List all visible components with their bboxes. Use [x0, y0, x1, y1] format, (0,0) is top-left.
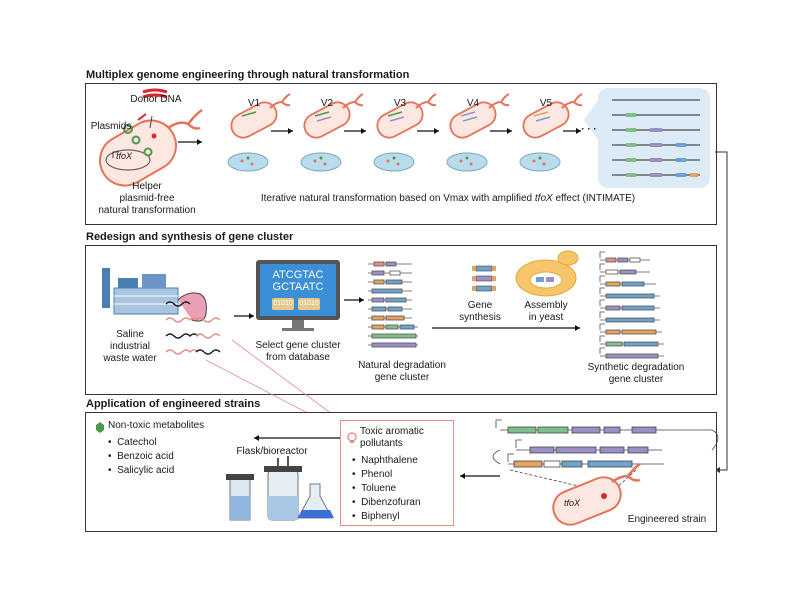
- hexagon-green-icon: [96, 422, 104, 433]
- factory-icon: [102, 268, 207, 322]
- flask-icon: [297, 483, 334, 519]
- db-button-1: 01010: [273, 300, 293, 307]
- tfox-label: tfoX: [115, 151, 132, 161]
- toxic-list: Naphthalene Phenol Toluene Dibenzofuran …: [352, 454, 421, 524]
- panel1-title: Multiplex genome engineering through nat…: [86, 69, 410, 81]
- engineered-tfox-label: tfoX: [563, 498, 580, 508]
- helper-cell-icon: [99, 108, 203, 187]
- connector-right: [715, 151, 728, 471]
- flask-label: Flask/bioreactor: [236, 446, 308, 457]
- v2-label: V2: [320, 98, 334, 109]
- donor-dna-label: Donor DNA: [130, 94, 182, 105]
- engineered-strain-label: Engineered strain: [627, 514, 707, 525]
- waste-water-waves: [165, 301, 221, 355]
- monitor-icon: [256, 260, 340, 331]
- v5-label: V5: [539, 98, 553, 109]
- v3-label: V3: [393, 98, 407, 109]
- engineered-gene-cluster: [492, 419, 719, 493]
- skull-icon: [347, 432, 357, 443]
- toxic-item: Biphenyl: [352, 510, 421, 524]
- panel2-title: Redesign and synthesis of gene cluster: [86, 231, 294, 243]
- v1-label: V1: [247, 98, 261, 109]
- ellipsis: · · ·: [581, 124, 597, 135]
- version-cells: [227, 93, 583, 172]
- engineered-strain-icon: [552, 462, 641, 526]
- toxic-item: Toluene: [352, 482, 421, 496]
- nontoxic-list: Catechol Benzoic acid Salicylic acid: [108, 436, 174, 478]
- nontoxic-item: Salicylic acid: [108, 464, 174, 478]
- toxic-item: Phenol: [352, 468, 421, 482]
- donor-dna-icon: [142, 88, 168, 99]
- toxic-item: Naphthalene: [352, 454, 421, 468]
- genome-edit-inset: [584, 88, 710, 188]
- toxic-item: Dibenzofuran: [352, 496, 420, 510]
- bioreactor-icon: [226, 456, 302, 521]
- yeast-icon: [515, 250, 579, 297]
- nontoxic-item: Benzoic acid: [108, 450, 174, 464]
- synthetic-gene-cluster: [599, 251, 664, 359]
- db-button-2: 01010: [299, 300, 319, 307]
- natural-gene-cluster: [368, 261, 418, 348]
- nontoxic-item: Catechol: [108, 436, 174, 450]
- intimate-caption: Iterative natural transformation based o…: [260, 193, 636, 204]
- plasmids-label: Plasmids: [90, 121, 132, 132]
- v4-label: V4: [466, 98, 480, 109]
- panel3-title: Application of engineered strains: [86, 398, 261, 410]
- nontoxic-title: Non-toxic metabolites: [108, 420, 205, 431]
- gene-synthesis-blocks: [472, 265, 496, 292]
